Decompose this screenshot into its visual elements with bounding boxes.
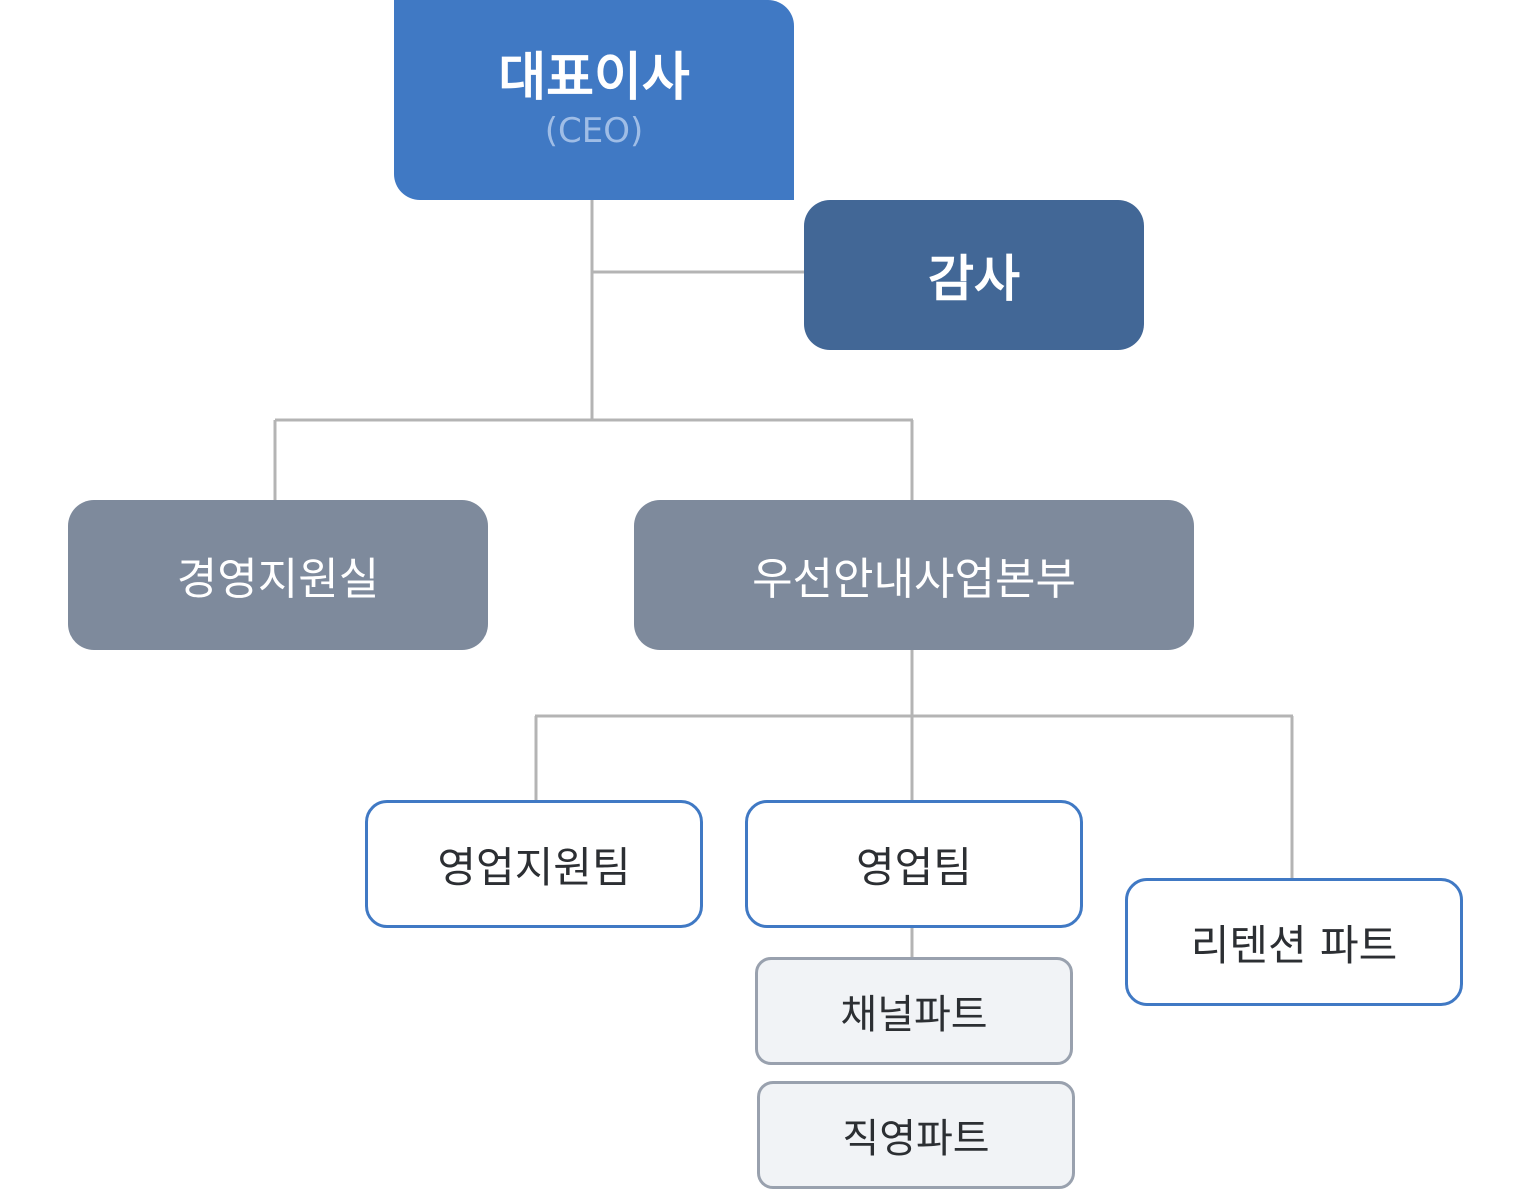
part-label: 채널파트 xyxy=(840,992,988,1038)
team-label: 영업지원팀 xyxy=(437,842,631,892)
team-label: 영업팀 xyxy=(856,842,972,892)
division-label: 우선안내사업본부 xyxy=(752,554,1076,605)
audit-box: 감사 xyxy=(804,200,1144,350)
ceo-subtitle: (CEO) xyxy=(544,110,644,151)
team-retention-part: 리텐션 파트 xyxy=(1125,878,1463,1006)
ceo-box: 대표이사 (CEO) xyxy=(394,0,794,200)
part-direct: 직영파트 xyxy=(757,1081,1075,1189)
division-management-support: 경영지원실 xyxy=(68,500,488,650)
part-channel: 채널파트 xyxy=(755,957,1073,1065)
division-label: 경영지원실 xyxy=(176,554,380,605)
division-business-headquarters: 우선안내사업본부 xyxy=(634,500,1194,650)
audit-label: 감사 xyxy=(928,250,1020,308)
team-sales-support: 영업지원팀 xyxy=(365,800,703,928)
ceo-title: 대표이사 xyxy=(498,47,690,108)
part-label: 직영파트 xyxy=(842,1116,990,1162)
team-sales: 영업팀 xyxy=(745,800,1083,928)
team-label: 리텐션 파트 xyxy=(1190,920,1398,970)
